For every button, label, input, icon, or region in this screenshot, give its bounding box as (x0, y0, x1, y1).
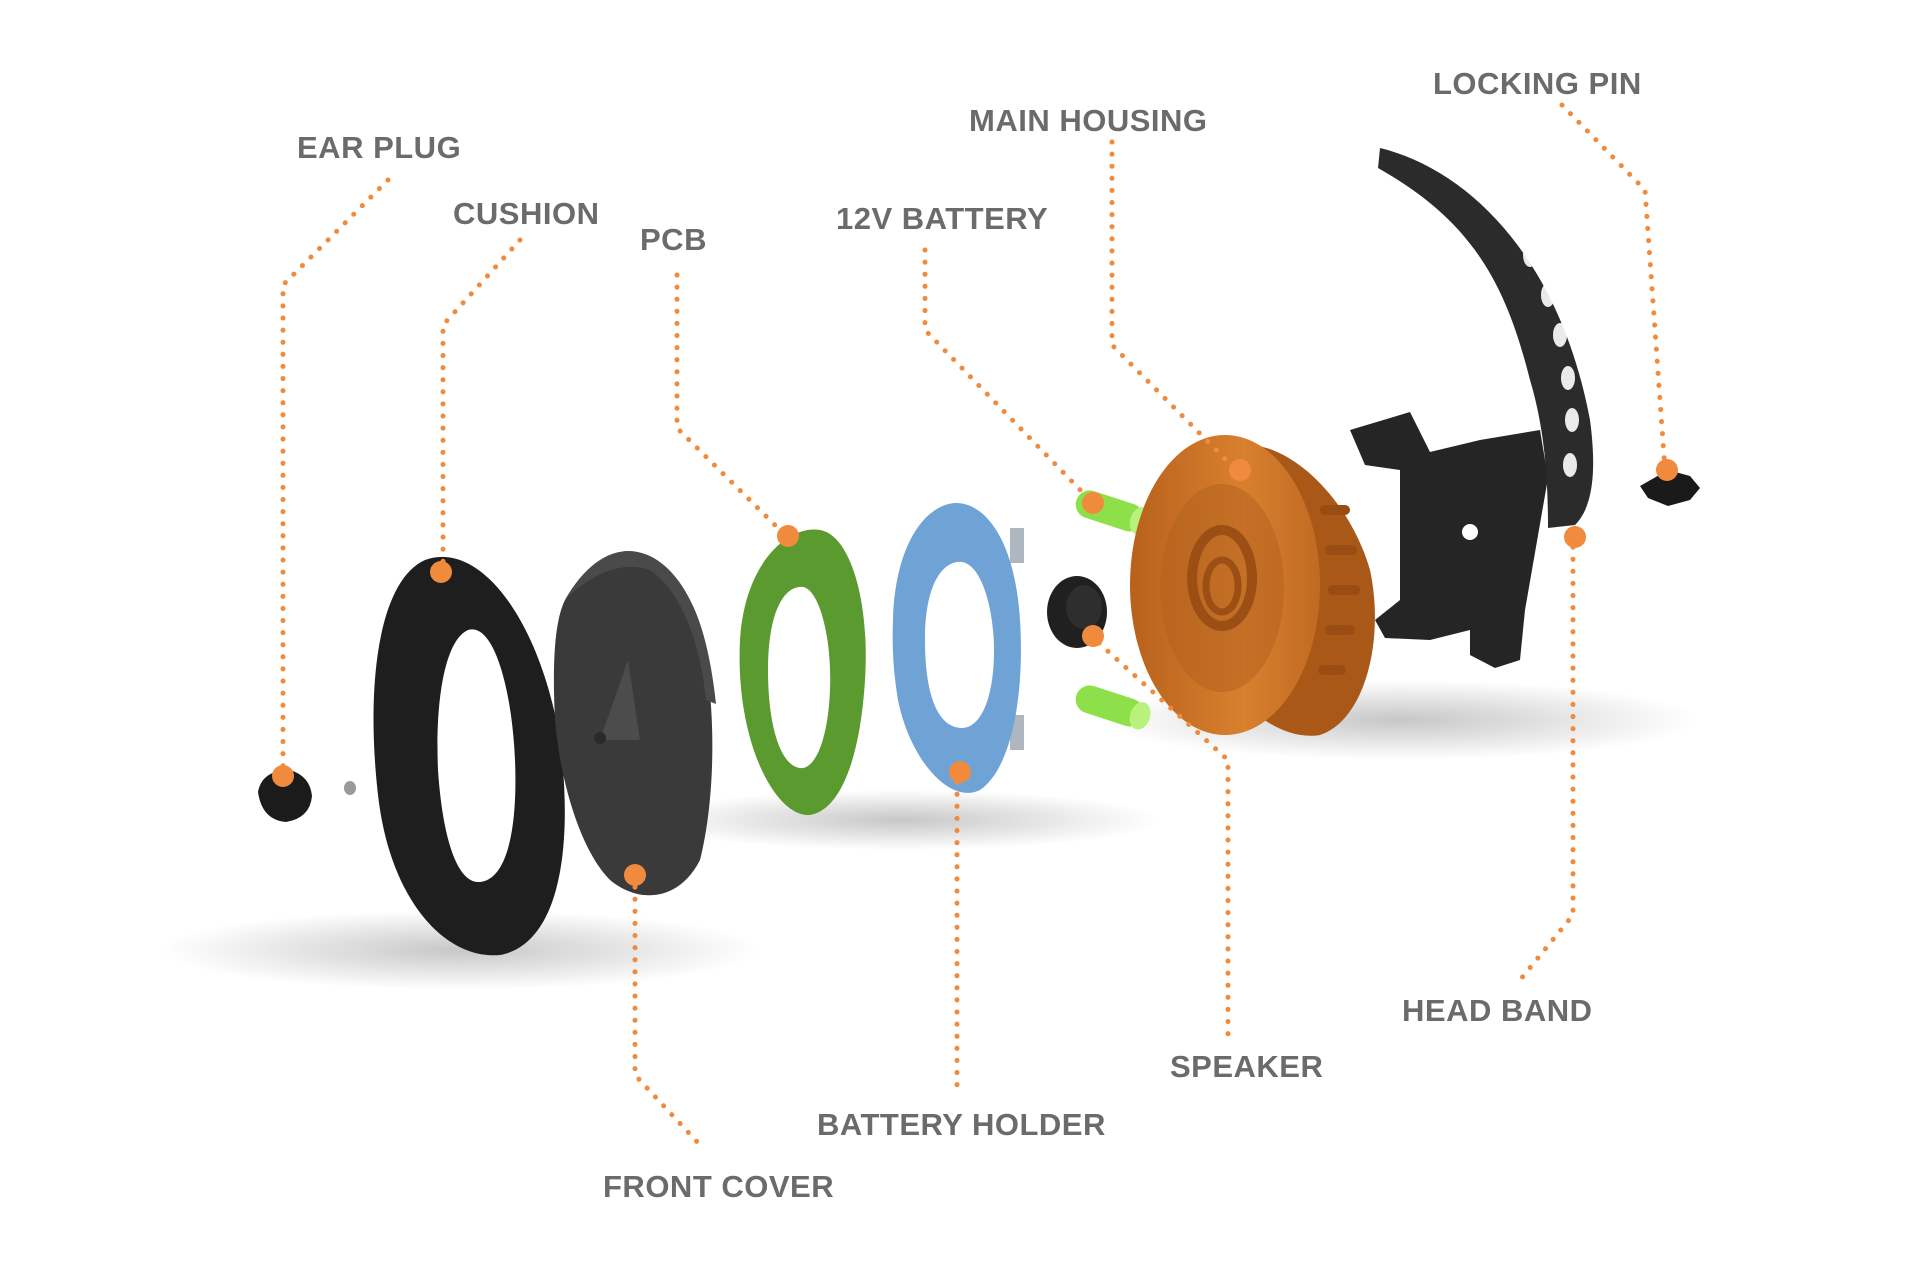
dot-battery-holder (949, 761, 971, 783)
dot-head-band (1564, 526, 1586, 548)
label-head-band: HEAD BAND (1402, 993, 1593, 1028)
dot-locking-pin (1656, 459, 1678, 481)
dot-front-cover (624, 864, 646, 886)
leader-pcb (674, 272, 788, 538)
dot-main-housing (1229, 459, 1251, 481)
leader-lines (280, 102, 1668, 1148)
head-band-bracket-part (1350, 412, 1548, 668)
leader-speaker (1087, 632, 1231, 1038)
leader-main-housing (1109, 139, 1239, 473)
label-locking-pin: LOCKING PIN (1433, 66, 1642, 101)
leader-ear-plug (280, 177, 391, 773)
label-main-housing: MAIN HOUSING (969, 103, 1208, 138)
leader-locking-pin (1559, 102, 1668, 473)
dot-cushion (430, 561, 452, 583)
leader-12v-battery (922, 247, 1093, 503)
leader-head-band (1517, 532, 1576, 983)
label-ear-plug: EAR PLUG (297, 130, 462, 165)
front-cover-part (553, 551, 716, 896)
main-housing-part (1130, 435, 1375, 736)
pcb-part (739, 529, 866, 816)
dot-12v-battery (1082, 492, 1104, 514)
leader-cushion (440, 237, 523, 568)
head-band-part (1378, 148, 1594, 528)
battery-holder-part (892, 502, 1024, 793)
callout-dots (272, 459, 1678, 886)
dot-pcb (777, 525, 799, 547)
leader-front-cover (632, 872, 703, 1148)
locking-pin-part (1640, 470, 1700, 506)
label-pcb: PCB (640, 222, 707, 257)
label-12v-battery: 12V BATTERY (836, 201, 1049, 236)
label-front-cover: FRONT COVER (603, 1169, 835, 1204)
label-speaker: SPEAKER (1170, 1049, 1324, 1084)
ear-plug-part (258, 770, 356, 822)
dot-speaker (1082, 625, 1104, 647)
dot-ear-plug (272, 765, 294, 787)
label-cushion: CUSHION (453, 196, 600, 231)
cushion-part (373, 556, 565, 956)
label-battery-holder: BATTERY HOLDER (817, 1107, 1106, 1142)
